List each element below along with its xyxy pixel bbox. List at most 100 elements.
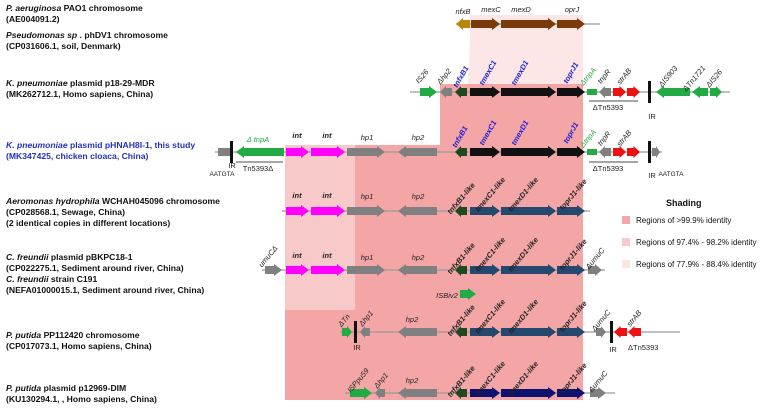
gene-toprJ1-phnah8i [557,146,585,158]
label-dtnpA-left: Δ tnpA [246,135,269,144]
legend-item-77: Regions of 77.9% - 88.4% identity [622,260,757,269]
identity-legend: Shading Regions of >99.9% identity Regio… [608,198,758,269]
identity-shading-ref-to-mdr [468,40,583,84]
label-hp2-wchah: hp2 [412,192,425,201]
gene-tnpR-arrow [599,86,611,98]
gene-tmexD1-phnah8i [501,146,556,158]
label-int1-pbkpc: int [292,251,302,260]
gene-toprJ1like-pp112420 [557,326,585,338]
track-label-phdv1: Pseudomonas sp . phDV1 chromosome (CP031… [6,30,168,51]
label-dTn5393-mdr: ΔTn5393 [593,103,623,112]
label-umuCd: umuCΔ [257,244,280,269]
gene-dtnpA-left-arrow [236,146,284,158]
gene-int2-pbkpc [311,264,345,276]
identity-shading-core [440,84,583,400]
track-label-p18-29-mdr: K. pneumoniae plasmid p18-29-MDR (MK2627… [6,78,155,99]
label-hp1-pbkpc: hp1 [361,253,374,262]
gene-tmexD1like-p12969 [501,387,556,399]
gene-dIS26-arrow [710,86,722,98]
label-IRL-pp112420: IR [609,345,617,354]
label-strAB-phnah8i: strAB [615,128,634,148]
gene-dumuC-p12969 [590,387,606,399]
gene-tnfxB1like-p12969 [455,387,467,399]
gene-IS26-left-arrow [420,86,437,98]
gene-hp1-pbkpc [347,264,385,276]
label-mexD: mexD [511,5,531,14]
gene-ISBiv2-arrow [460,288,476,300]
label-IRR-pp112420: IR [353,343,361,352]
gene-tnfxB1like-pp112420 [455,326,467,338]
label-hp2-p12969: hp2 [406,376,419,385]
gene-tnfxB1-arrow [455,86,467,98]
legend-item-97: Regions of 97.4% - 98.2% identity [622,238,757,247]
gene-ISPpu59-arrow [350,387,372,399]
gene-strA-arrow [613,86,626,98]
gene-mexD-arrow [501,18,556,30]
label-hp1-wchah: hp1 [361,192,374,201]
gene-left-fragment [218,148,230,156]
gene-strB-pp112420 [628,326,641,338]
gene-oprJ-arrow [557,18,585,30]
gene-right-fragment [652,146,660,158]
gene-hp2-arrow [398,146,437,158]
gene-strB-arrow [627,86,640,98]
label-int2-pbkpc: int [322,251,332,260]
gene-hp2-wchah [398,205,437,217]
label-hp2-pbkpc: hp2 [412,253,425,262]
label-IRR-phnah8i: IR [228,161,236,170]
gene-int1-wchah [286,205,309,217]
identity-shading-pputida [355,310,440,400]
track-label-pao1: P. aeruginosa PAO1 chromosome (AE004091.… [6,3,143,24]
label-hp2-phnah8i: hp2 [412,133,425,142]
gene-dhp1-p12969 [375,387,385,399]
IR-L-bar-phnah8i [648,141,651,163]
label-nfxB: nfxB [455,7,470,16]
legend-swatch-77 [622,260,630,268]
label-IS26-mdr: IS26 [414,67,431,85]
track-label-p12969-dim: P. putida plasmid p12969-DIM (KU130294.1… [6,383,157,404]
gene-tmexD1like-wchah [501,205,556,217]
legend-swatch-97 [622,238,630,246]
gene-toprJ1like-p12969 [557,387,585,399]
gene-tmexD1like-pbkpc [501,264,556,276]
label-dTn5393-pp112420: ΔTn5393 [628,343,658,352]
legend-title: Shading [666,198,702,208]
label-mexC: mexC [481,5,501,14]
gene-strB-phnah8i [627,146,640,158]
label-IRL-phnah8i: IR [648,171,656,180]
IR-L-bar-mdr [648,81,651,103]
gene-strA-phnah8i [613,146,626,158]
identity-shading-int-sub [285,145,355,310]
label-int1-phnah8i: int [292,131,302,140]
track-label-c191: C. freundii strain C191 (NEFA01000015.1,… [6,274,205,295]
gene-nfxB-arrow [456,18,470,30]
gene-dumuC-pp112420 [596,326,606,338]
gene-tnfxB1-phnah8i [455,146,467,158]
gene-tnfxB1like-pbkpc [455,264,467,276]
gene-tnpR-phnah8i [599,146,611,158]
gene-int2-wchah [311,205,345,217]
gene-int2-arrow [311,146,345,158]
label-strAB-pp112420: strAB [625,308,644,328]
label-strAB-mdr: strAB [615,66,634,86]
label-ISBiv2: ISBiv2 [436,291,459,300]
label-int1-wchah: int [292,191,302,200]
IR-R-bar-phnah8i [230,141,233,163]
label-hp1-phnah8i: hp1 [361,133,374,142]
gene-dhp2-arrow [440,86,452,98]
IR-R-bar-pp112420 [354,321,357,343]
gene-tmexD1-arrow [501,86,556,98]
gene-hp2-pbkpc [398,264,437,276]
gene-tnfxB1like-wchah [455,205,467,217]
gene-hp1-arrow [347,146,385,158]
gene-hp2-p12969 [398,387,437,399]
gene-dTn1721-arrow [692,86,708,98]
IR-L-bar-pp112420 [610,321,613,343]
gene-tmexC1-arrow [470,86,500,98]
gene-int1-arrow [286,146,309,158]
label-IRL-mdr: IR [648,112,656,121]
label-dIS903: ΔIS903 [656,63,680,89]
gene-toprJ1like-pbkpc [557,264,585,276]
gene-hp2-pp112420 [398,326,437,338]
